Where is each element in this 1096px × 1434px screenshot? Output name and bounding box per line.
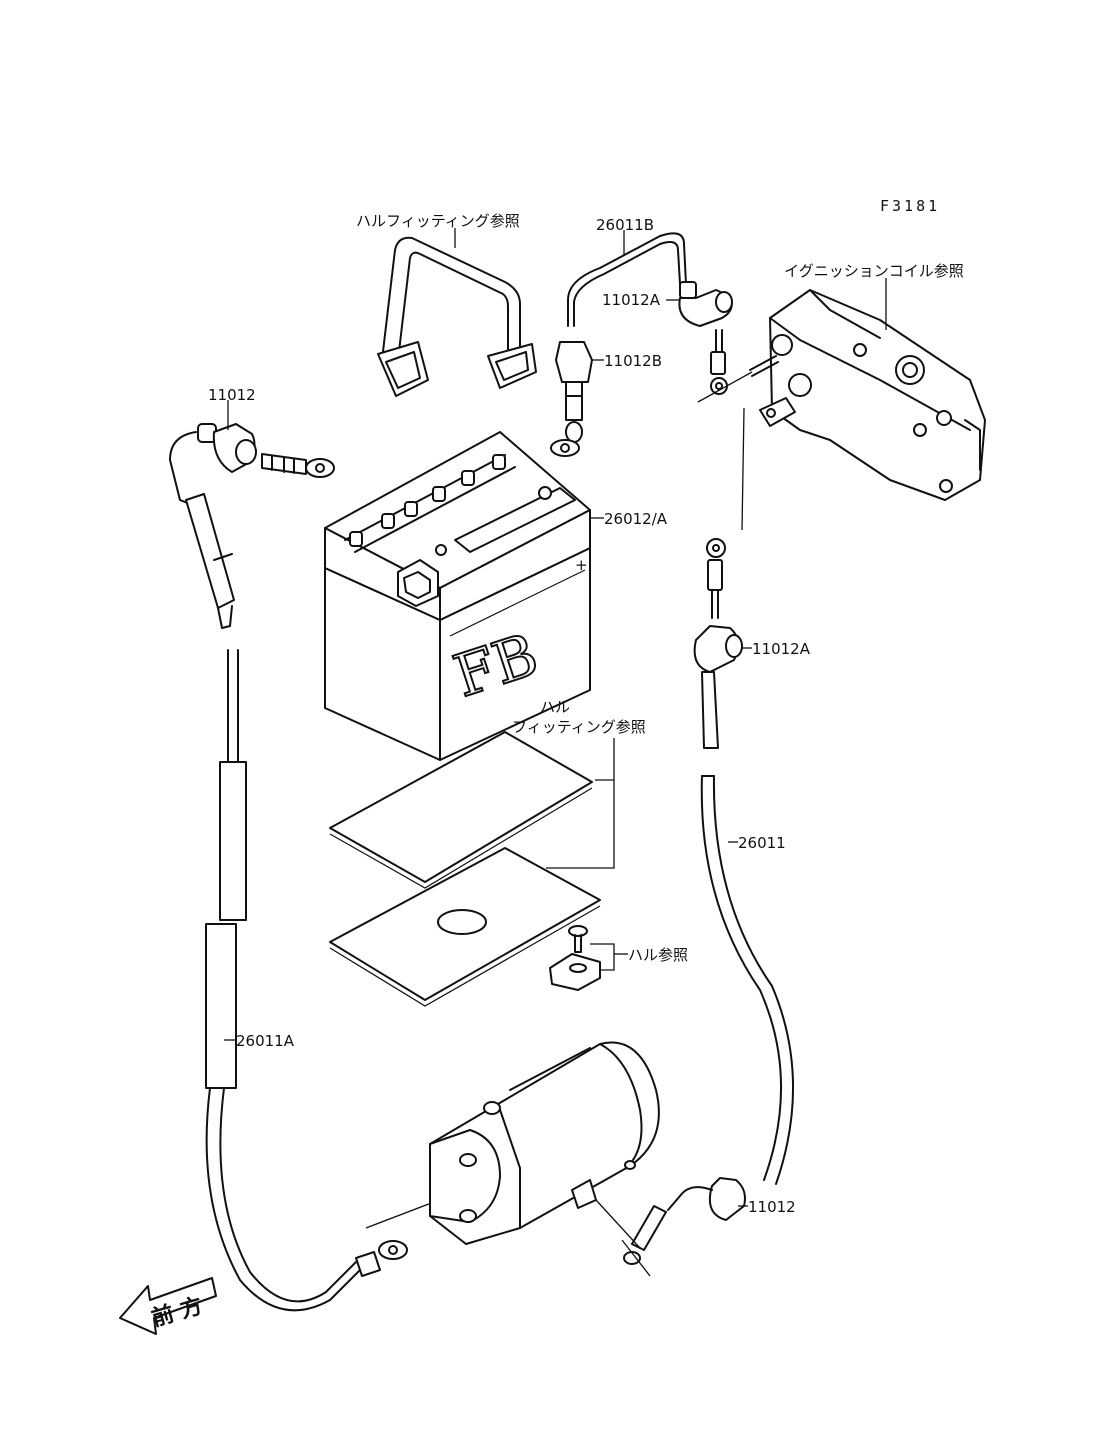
starter-motor xyxy=(429,1041,660,1249)
svg-text:+: + xyxy=(575,556,588,574)
label-hull-ref: ハル参照 xyxy=(628,946,688,964)
figure-code: F3181 xyxy=(880,197,940,215)
label-11012-bottom: 11012 xyxy=(748,1198,796,1216)
boot-11012B xyxy=(550,341,593,457)
label-hull-fitting-mid-1: ハル xyxy=(540,698,570,716)
battery-strap xyxy=(377,236,537,397)
cable-26011A xyxy=(169,423,461,1312)
plug-cap-11012A-top xyxy=(678,281,753,403)
label-hull-fitting-mid-2: フィッティング参照 xyxy=(512,718,646,736)
label-26011A: 26011A xyxy=(236,1032,295,1050)
label-26011: 26011 xyxy=(738,834,786,852)
front-direction-arrow[interactable]: 前 方 xyxy=(119,1277,217,1335)
label-26011B: 26011B xyxy=(596,216,654,234)
screw-and-clip xyxy=(549,925,601,991)
cable-26011 xyxy=(621,407,795,1277)
label-26012A: 26012/A xyxy=(604,510,668,528)
label-ignition-coil-ref: イグニッションコイル参照 xyxy=(784,262,964,280)
leader-lines xyxy=(224,228,887,1207)
label-hull-fitting-ref-top: ハルフィッティング参照 xyxy=(356,212,520,230)
battery: + FB xyxy=(324,431,591,761)
label-11012A-top: 11012A xyxy=(602,291,661,309)
ignition-coil xyxy=(749,289,986,501)
battery-mats xyxy=(329,731,601,1007)
label-11012-left: 11012 xyxy=(208,386,256,404)
label-11012A-right: 11012A xyxy=(752,640,811,658)
cable-26011B xyxy=(567,232,687,327)
label-11012B: 11012B xyxy=(604,352,662,370)
